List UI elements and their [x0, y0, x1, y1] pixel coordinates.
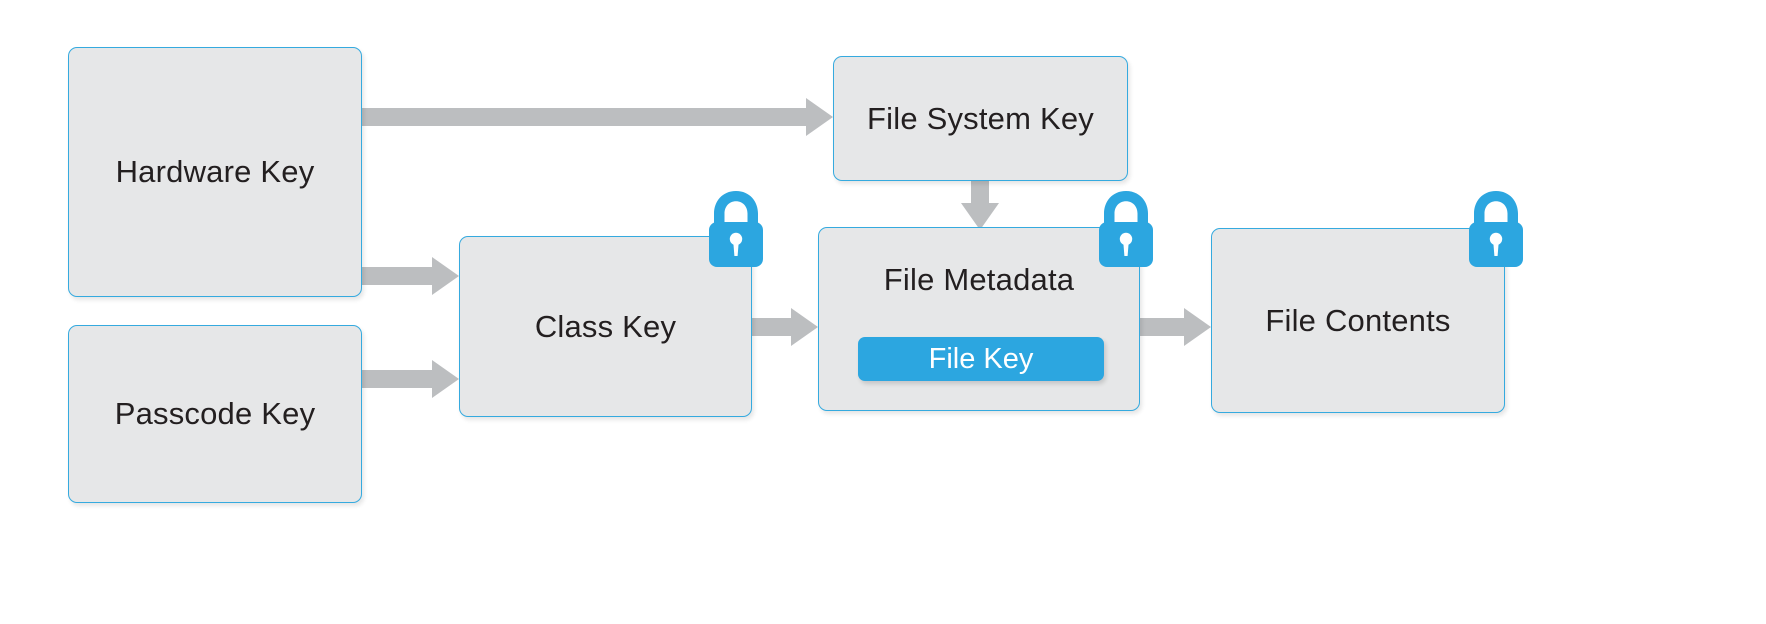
arrow-head [432, 360, 459, 398]
arrow-shaft [971, 180, 989, 203]
arrow-shaft [362, 108, 806, 126]
arrow-shaft [362, 370, 432, 388]
lock-icon-class-key [704, 189, 768, 271]
chip-label: File Key [928, 342, 1034, 375]
arrow-head [961, 203, 999, 230]
node-label: Hardware Key [115, 154, 315, 190]
lock-icon-file-contents [1464, 189, 1528, 271]
arrow-shaft [752, 318, 791, 336]
node-class-key[interactable]: Class Key [459, 236, 752, 417]
chip-file-key[interactable]: File Key [858, 337, 1104, 381]
node-passcode-key[interactable]: Passcode Key [68, 325, 362, 503]
node-label: Class Key [534, 308, 677, 344]
node-label: File Metadata [883, 262, 1075, 297]
node-label: File Contents [1265, 302, 1451, 338]
node-file-system-key[interactable]: File System Key [833, 56, 1128, 181]
node-label: Passcode Key [114, 396, 316, 432]
lock-icon-file-metadata [1094, 189, 1158, 271]
node-file-metadata[interactable]: File Metadata [818, 227, 1140, 411]
arrow-head [1184, 308, 1211, 346]
node-hardware-key[interactable]: Hardware Key [68, 47, 362, 297]
arrow-shaft [1140, 318, 1184, 336]
arrow-shaft [362, 267, 432, 285]
arrow-head [791, 308, 818, 346]
arrow-head [806, 98, 833, 136]
arrow-head [432, 257, 459, 295]
node-label: File System Key [867, 100, 1094, 136]
node-file-contents[interactable]: File Contents [1211, 228, 1505, 413]
